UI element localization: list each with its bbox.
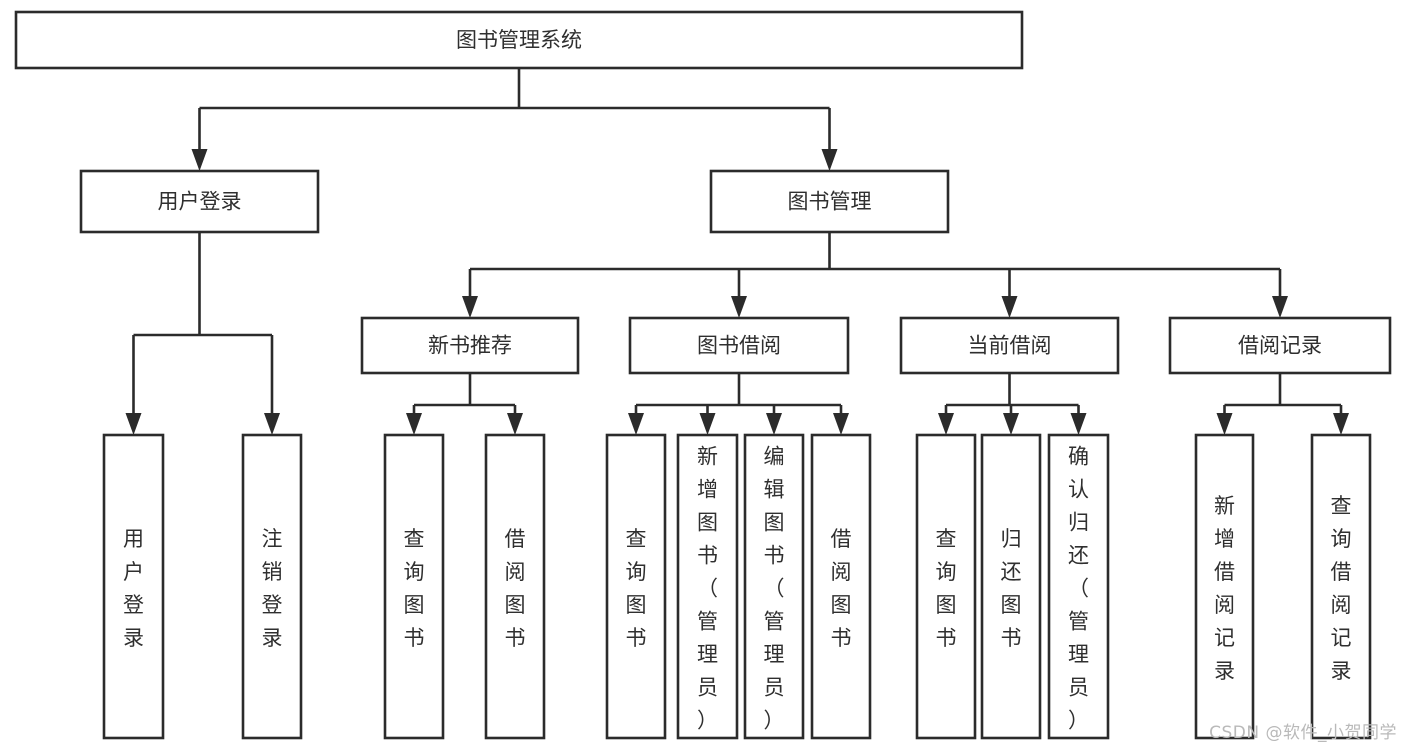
node-rect-root[interactable] xyxy=(14,10,1024,70)
node-rect-l-query-record[interactable] xyxy=(1310,433,1372,740)
leaf-node-l-query-book-2[interactable]: 查询图书 xyxy=(605,433,667,740)
level3-node-current-borrow[interactable]: 当前借阅 xyxy=(899,316,1120,375)
node-label-l-add-record: 新增借阅记录 xyxy=(1214,494,1235,683)
node-label-user-login: 用户登录 xyxy=(158,190,242,214)
node-label-l-borrow-book-1: 借阅图书 xyxy=(505,527,526,650)
leaf-node-l-edit-book[interactable]: 编辑图书（管理员） xyxy=(743,433,805,740)
node-label-leaf-user-login: 用户登录 xyxy=(123,527,144,650)
node-rect-l-query-book-2[interactable] xyxy=(605,433,667,740)
node-label-l-edit-book: 编辑图书（管理员） xyxy=(764,445,785,733)
node-rect-book-borrow[interactable] xyxy=(628,316,850,375)
node-rect-book-management[interactable] xyxy=(709,169,950,234)
node-rect-l-borrow-book-1[interactable] xyxy=(484,433,546,740)
node-label-current-borrow: 当前借阅 xyxy=(968,334,1052,358)
node-rect-l-query-book-3[interactable] xyxy=(915,433,977,740)
node-label-book-borrow: 图书借阅 xyxy=(697,334,781,358)
node-label-borrow-record: 借阅记录 xyxy=(1238,334,1322,358)
node-rect-l-add-book[interactable] xyxy=(676,433,739,740)
node-label-book-management: 图书管理 xyxy=(788,190,872,214)
leaf-node-l-add-book[interactable]: 新增图书（管理员） xyxy=(676,433,739,740)
leaf-node-l-query-book-1[interactable]: 查询图书 xyxy=(383,433,445,740)
node-rect-leaf-logout[interactable] xyxy=(241,433,303,740)
level3-node-borrow-record[interactable]: 借阅记录 xyxy=(1168,316,1392,375)
node-rect-l-add-record[interactable] xyxy=(1194,433,1255,740)
node-label-root: 图书管理系统 xyxy=(456,28,582,52)
node-label-l-return-book: 归还图书 xyxy=(1001,527,1022,650)
level2-node-user-login[interactable]: 用户登录 xyxy=(79,169,320,234)
node-rect-current-borrow[interactable] xyxy=(899,316,1120,375)
node-label-l-confirm-return: 确认归还（管理员） xyxy=(1068,445,1089,733)
node-rect-l-query-book-1[interactable] xyxy=(383,433,445,740)
node-label-new-book-rec: 新书推荐 xyxy=(428,334,512,358)
node-rect-l-borrow-book-2[interactable] xyxy=(810,433,872,740)
node-label-l-add-book: 新增图书（管理员） xyxy=(697,445,718,733)
level3-node-new-book-rec[interactable]: 新书推荐 xyxy=(360,316,580,375)
leaf-node-l-confirm-return[interactable]: 确认归还（管理员） xyxy=(1047,433,1110,740)
node-rect-user-login[interactable] xyxy=(79,169,320,234)
node-label-l-query-book-1: 查询图书 xyxy=(404,527,425,650)
node-rect-l-return-book[interactable] xyxy=(980,433,1042,740)
leaf-node-l-borrow-book-1[interactable]: 借阅图书 xyxy=(484,433,546,740)
node-label-l-query-book-2: 查询图书 xyxy=(626,527,647,650)
level3-node-book-borrow[interactable]: 图书借阅 xyxy=(628,316,850,375)
leaf-node-l-borrow-book-2[interactable]: 借阅图书 xyxy=(810,433,872,740)
node-label-l-query-book-3: 查询图书 xyxy=(936,527,957,650)
csdn-watermark: CSDN @软件_小贺同学 xyxy=(1209,723,1397,743)
leaf-node-l-query-book-3[interactable]: 查询图书 xyxy=(915,433,977,740)
node-rect-borrow-record[interactable] xyxy=(1168,316,1392,375)
leaf-node-l-return-book[interactable]: 归还图书 xyxy=(980,433,1042,740)
connector-layer xyxy=(125,68,1349,435)
leaf-node-l-add-record[interactable]: 新增借阅记录 xyxy=(1194,433,1255,740)
node-rect-leaf-user-login[interactable] xyxy=(102,433,165,740)
level2-node-book-management[interactable]: 图书管理 xyxy=(709,169,950,234)
leaf-node-leaf-user-login[interactable]: 用户登录 xyxy=(102,433,165,740)
node-rect-l-confirm-return[interactable] xyxy=(1047,433,1110,740)
node-label-l-query-record: 查询借阅记录 xyxy=(1331,494,1352,683)
leaf-node-leaf-logout[interactable]: 注销登录 xyxy=(241,433,303,740)
root-node-root[interactable]: 图书管理系统 xyxy=(14,10,1024,70)
node-rect-new-book-rec[interactable] xyxy=(360,316,580,375)
node-label-leaf-logout: 注销登录 xyxy=(262,527,283,650)
leaf-node-l-query-record[interactable]: 查询借阅记录 xyxy=(1310,433,1372,740)
node-label-l-borrow-book-2: 借阅图书 xyxy=(831,527,852,650)
node-rect-l-edit-book[interactable] xyxy=(743,433,805,740)
node-layer: 图书管理系统用户登录图书管理新书推荐图书借阅当前借阅借阅记录用户登录注销登录查询… xyxy=(14,10,1392,740)
